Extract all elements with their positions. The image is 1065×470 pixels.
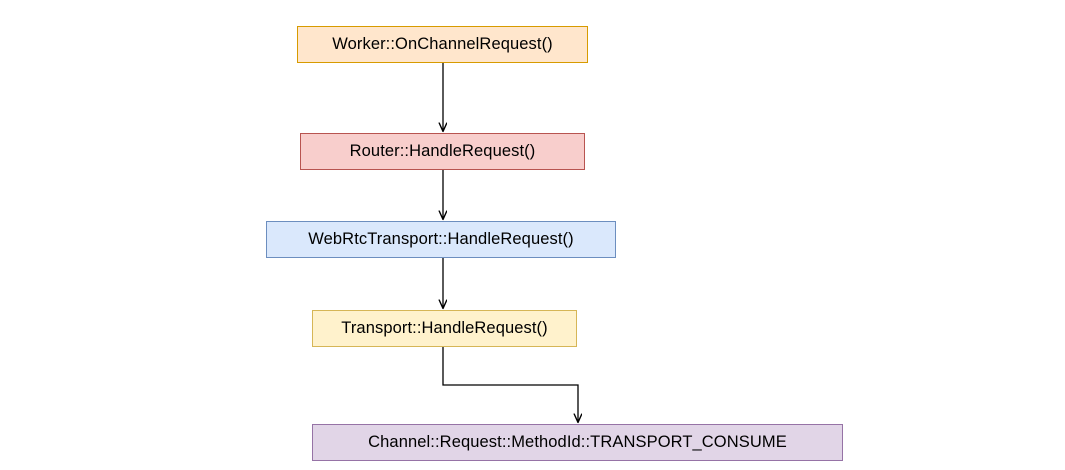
node-worker-onchannelrequest[interactable]: Worker::OnChannelRequest() (297, 26, 588, 63)
node-label: Worker::OnChannelRequest() (332, 35, 553, 54)
edge-transport-to-channel-request (442, 347, 578, 422)
node-label: Transport::HandleRequest() (341, 319, 548, 338)
node-channel-request-methodid-transport-consume[interactable]: Channel::Request::MethodId::TRANSPORT_CO… (312, 424, 843, 461)
node-webrtctransport-handlerequest[interactable]: WebRtcTransport::HandleRequest() (266, 221, 616, 258)
node-label: Channel::Request::MethodId::TRANSPORT_CO… (368, 433, 787, 452)
node-label: WebRtcTransport::HandleRequest() (308, 230, 574, 249)
node-label: Router::HandleRequest() (349, 142, 536, 161)
node-transport-handlerequest[interactable]: Transport::HandleRequest() (312, 310, 577, 347)
node-router-handlerequest[interactable]: Router::HandleRequest() (300, 133, 585, 170)
